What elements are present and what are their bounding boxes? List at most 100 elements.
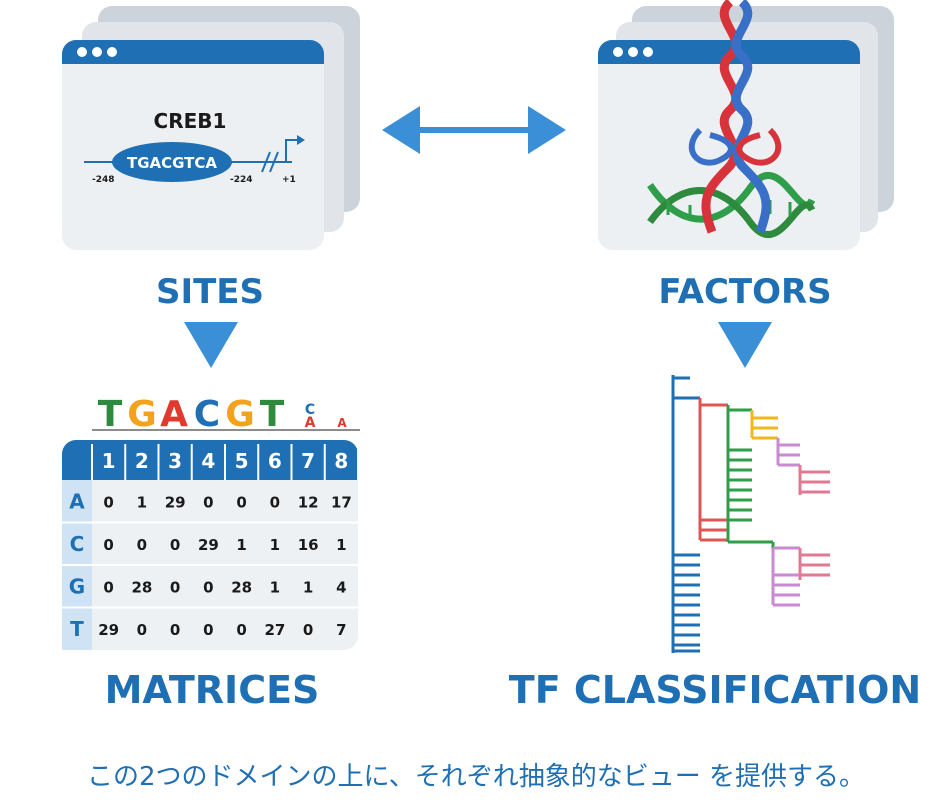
table-cell: 0 [236, 621, 246, 639]
table-cell: 0 [203, 621, 213, 639]
tree-branch-pink-lower [798, 548, 830, 580]
table-header-band [62, 440, 358, 480]
table-cell: 0 [303, 621, 313, 639]
window-titlebar [62, 40, 324, 64]
protein-structure-icon [688, 0, 782, 234]
table-cell: 12 [298, 493, 319, 511]
table-cell: 7 [336, 621, 346, 639]
table-cell: 16 [298, 536, 319, 554]
position-left: -248 [92, 175, 115, 185]
table-cell: 0 [137, 621, 147, 639]
matrices-heading: MATRICES [105, 668, 320, 712]
column-header: 6 [268, 449, 282, 473]
table-cell: 1 [303, 578, 313, 596]
logo-letter: C [194, 394, 220, 435]
column-header: 3 [168, 449, 182, 473]
table-cell: 28 [231, 578, 252, 596]
tree-branch-purple [776, 438, 800, 467]
window-dot-icon [92, 47, 102, 57]
table-cell: 27 [264, 621, 285, 639]
table-cell: 0 [170, 621, 180, 639]
table-cell: 28 [131, 578, 152, 596]
binding-site-ellipse [112, 142, 232, 182]
column-header: 5 [235, 449, 249, 473]
binding-sequence: TGACGTCA [127, 154, 217, 172]
sites-heading: SITES [156, 272, 264, 312]
table-cell: 0 [137, 536, 147, 554]
table-cell: 0 [103, 578, 113, 596]
gene-name: CREB1 [154, 109, 227, 133]
tree-branch-blue [671, 375, 700, 653]
down-arrow-icon [718, 322, 772, 368]
table-cell: 1 [236, 536, 246, 554]
table-background [62, 440, 358, 650]
table-cell: 0 [203, 578, 213, 596]
table-cell: 0 [170, 536, 180, 554]
table-cell: 29 [98, 621, 119, 639]
table-cell: 1 [137, 493, 147, 511]
tree-branch-pink [798, 465, 830, 495]
table-cell: 0 [170, 578, 180, 596]
row-label: T [70, 617, 84, 641]
table-cell: 0 [270, 493, 280, 511]
position-right: -224 [230, 175, 253, 185]
table-cell: 1 [270, 536, 280, 554]
tss-arrow-icon [285, 139, 298, 162]
window-dot-icon [613, 47, 623, 57]
table-cell: 29 [165, 493, 186, 511]
table-cell: 1 [270, 578, 280, 596]
factors-heading: FACTORS [658, 272, 831, 312]
tss-arrowhead [297, 135, 305, 145]
column-header: 7 [301, 449, 315, 473]
caption: この2つのドメインの上に、それぞれ抽象的なビュー を提供する。 [86, 762, 866, 792]
break-mark [269, 151, 279, 173]
logo-letter: T [260, 394, 285, 435]
tree-branch-red [698, 398, 728, 542]
row-label: C [70, 532, 85, 556]
logo-letter: T [98, 394, 123, 435]
logo-letter: A [160, 394, 188, 435]
factors-window [598, 0, 894, 250]
sequence-logo: T G A C G T C A A [92, 394, 360, 435]
table-cell: 0 [103, 493, 113, 511]
double-arrow-icon [382, 106, 566, 154]
table-cell: 4 [336, 578, 346, 596]
table-cell: 0 [103, 536, 113, 554]
break-mark [261, 151, 271, 173]
tree-branch-purple-lower [771, 546, 800, 607]
logo-letter-small: A [305, 415, 316, 431]
position-tss: +1 [282, 175, 296, 185]
classification-heading: TF CLASSIFICATION [509, 668, 921, 712]
column-header: 1 [102, 449, 116, 473]
window-dot-icon [77, 47, 87, 57]
table-cell: 29 [198, 536, 219, 554]
table-cell: 1 [336, 536, 346, 554]
classification-tree [671, 375, 830, 653]
logo-letter: G [127, 394, 157, 435]
sites-window: CREB1 TGACGTCA -248 -224 +1 [62, 6, 360, 250]
tree-branch-green [726, 405, 775, 548]
window-dot-icon [628, 47, 638, 57]
window-dot-icon [107, 47, 117, 57]
logo-letter-small: A [337, 416, 347, 430]
row-label: G [69, 574, 85, 598]
logo-letter: G [225, 394, 255, 435]
matrix-grid [62, 444, 359, 609]
window-dot-icon [643, 47, 653, 57]
down-arrow-icon [184, 322, 238, 368]
tree-branch-yellow [750, 410, 778, 440]
column-header: 8 [334, 449, 348, 473]
row-label: A [69, 489, 85, 513]
table-cell: 0 [203, 493, 213, 511]
column-header: 4 [201, 449, 215, 473]
table-cell: 0 [236, 493, 246, 511]
logo-letter-small: C [305, 402, 315, 418]
column-header: 2 [135, 449, 149, 473]
table-cell: 17 [331, 493, 352, 511]
